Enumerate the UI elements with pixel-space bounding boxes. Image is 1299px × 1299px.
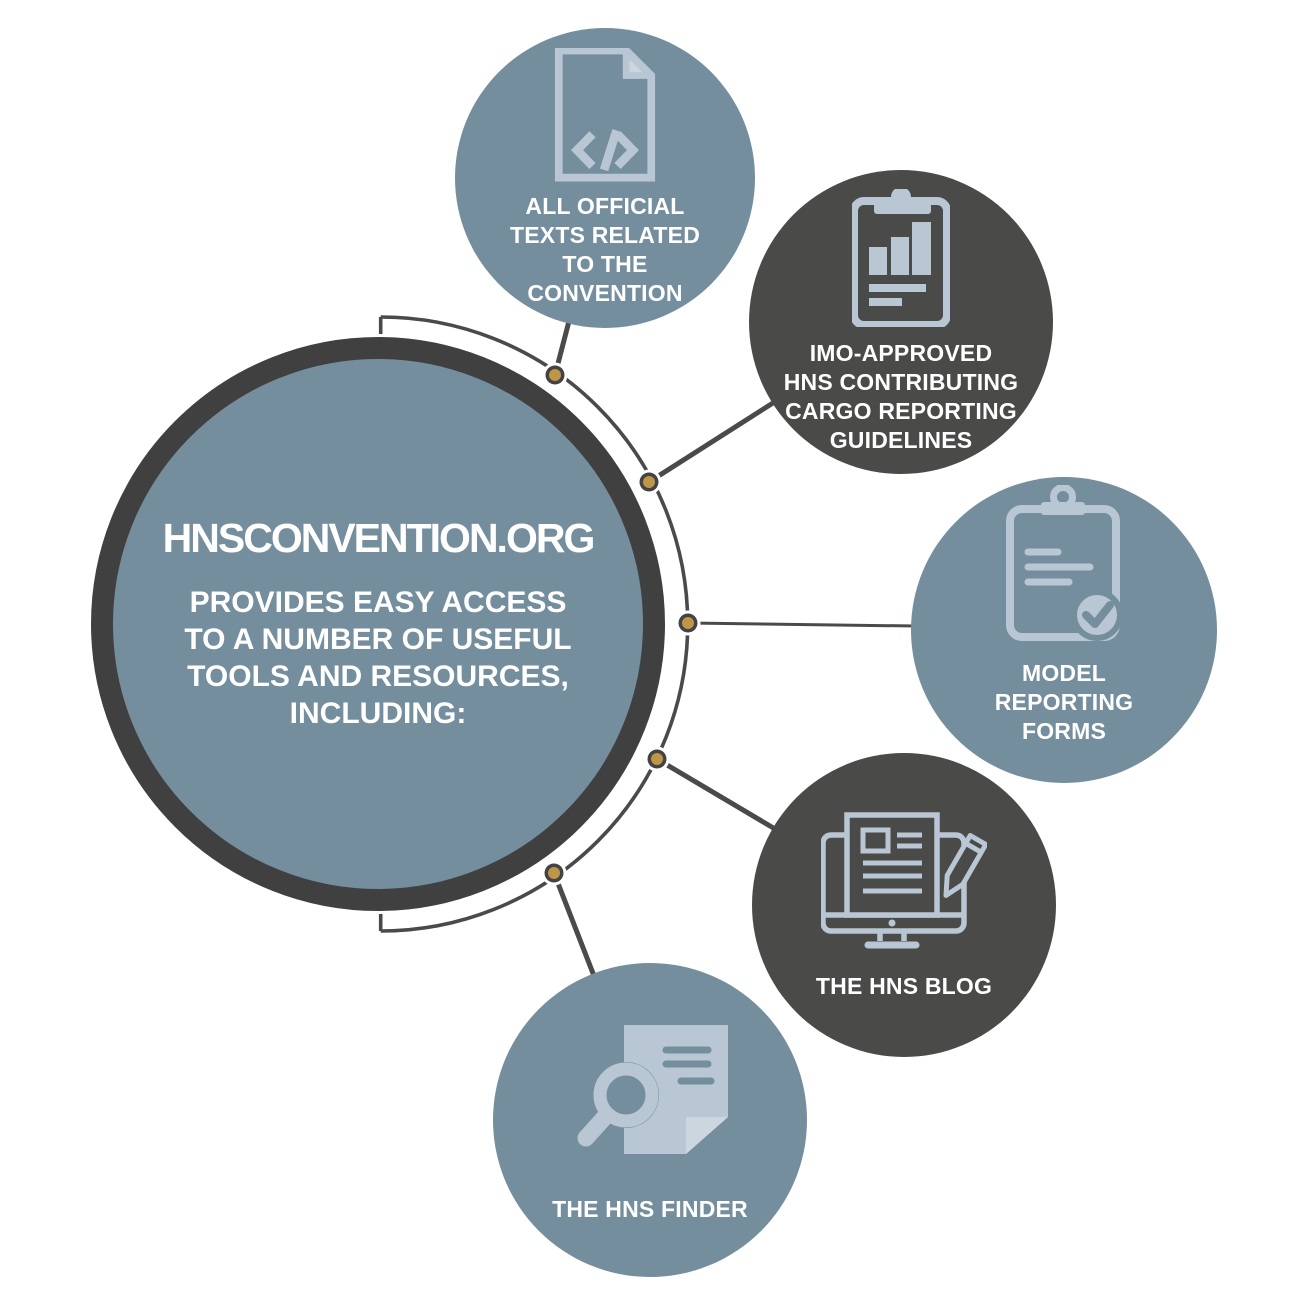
connector-dots: [541, 362, 701, 886]
node-official-texts: ALL OFFICIAL TEXTS RELATED TO THE CONVEN…: [455, 28, 755, 328]
connector-dot: [644, 746, 670, 772]
blog-laptop-icon: [821, 811, 987, 948]
connector-dot: [675, 610, 701, 636]
node-reporting-guidelines: IMO-APPROVED HNS CONTRIBUTING CARGO REPO…: [749, 170, 1053, 474]
node-label: MODEL REPORTING FORMS: [994, 659, 1134, 744]
node-label: IMO-APPROVED HNS CONTRIBUTING CARGO REPO…: [783, 340, 1019, 453]
connector-dot: [542, 362, 568, 388]
search-document-icon: [570, 1024, 728, 1154]
node-label: ALL OFFICIAL TEXTS RELATED TO THE CONVEN…: [509, 193, 700, 306]
connector-dot: [636, 469, 662, 495]
site-title: HNSCONVENTION.ORG: [162, 515, 596, 562]
connector-dot: [541, 860, 567, 886]
node-label: THE HNS BLOG: [815, 972, 993, 999]
node-hns-finder: THE HNS FINDER: [493, 963, 807, 1277]
node-hns-blog: THE HNS BLOG: [752, 753, 1056, 1057]
main-circle: HNSCONVENTION.ORG PROVIDES EASY ACCESS T…: [91, 337, 665, 911]
clipboard-chart-icon: [852, 189, 950, 327]
clipboard-check-icon: [1006, 484, 1122, 641]
node-model-forms: MODEL REPORTING FORMS: [911, 477, 1217, 783]
code-document-icon: [554, 48, 656, 182]
pencil-glyph: [943, 832, 987, 898]
node-label: THE HNS FINDER: [552, 1195, 748, 1222]
site-subtitle: PROVIDES EASY ACCESS TO A NUMBER OF USEF…: [184, 585, 572, 730]
